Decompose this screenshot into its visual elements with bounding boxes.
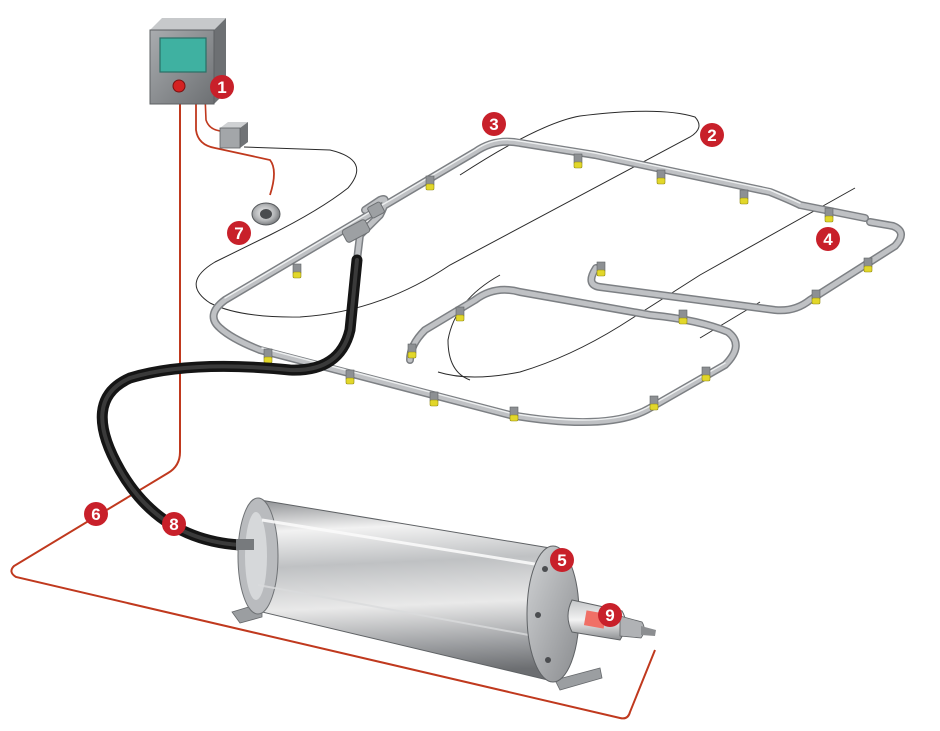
detection-cable	[195, 110, 856, 381]
svg-text:5: 5	[557, 551, 566, 570]
marker-7: 7	[227, 221, 251, 245]
nozzle	[649, 395, 659, 411]
nozzle	[429, 391, 439, 407]
nozzle	[509, 406, 519, 422]
svg-text:6: 6	[91, 505, 100, 524]
nozzle	[596, 261, 606, 277]
nozzle	[863, 257, 873, 273]
nozzle	[345, 369, 355, 385]
nozzle	[678, 309, 688, 325]
nozzle	[263, 348, 273, 364]
nozzle	[656, 169, 666, 185]
nozzle	[425, 175, 435, 191]
nozzle	[573, 153, 583, 169]
nozzle	[292, 263, 302, 279]
nozzles	[263, 153, 873, 422]
detector-icon	[251, 202, 281, 226]
markers: 1 2 3 4 5 6 7 8 9	[84, 75, 840, 627]
pipe-network	[209, 137, 905, 427]
svg-text:8: 8	[169, 515, 178, 534]
junction-box-icon	[219, 122, 248, 149]
marker-4: 4	[816, 227, 840, 251]
panel-wire	[195, 95, 275, 196]
actuation-wire	[10, 96, 656, 720]
svg-text:3: 3	[489, 115, 498, 134]
svg-text:4: 4	[823, 230, 833, 249]
nozzle	[407, 343, 417, 359]
svg-text:7: 7	[234, 224, 243, 243]
marker-6: 6	[84, 502, 108, 526]
control-panel-icon	[149, 18, 226, 105]
nozzle	[811, 289, 821, 305]
nozzle	[455, 306, 465, 322]
marker-3: 3	[482, 112, 506, 136]
svg-text:1: 1	[217, 78, 226, 97]
cylinder-icon	[231, 497, 603, 691]
nozzle	[701, 366, 711, 382]
marker-5: 5	[550, 548, 574, 572]
nozzle	[824, 207, 834, 223]
discharge-hose	[96, 254, 363, 551]
svg-text:9: 9	[605, 606, 614, 625]
marker-2: 2	[700, 123, 724, 147]
nozzle	[739, 189, 749, 205]
svg-text:2: 2	[707, 126, 716, 145]
marker-8: 8	[162, 512, 186, 536]
marker-1: 1	[210, 75, 234, 99]
marker-9: 9	[598, 603, 622, 627]
